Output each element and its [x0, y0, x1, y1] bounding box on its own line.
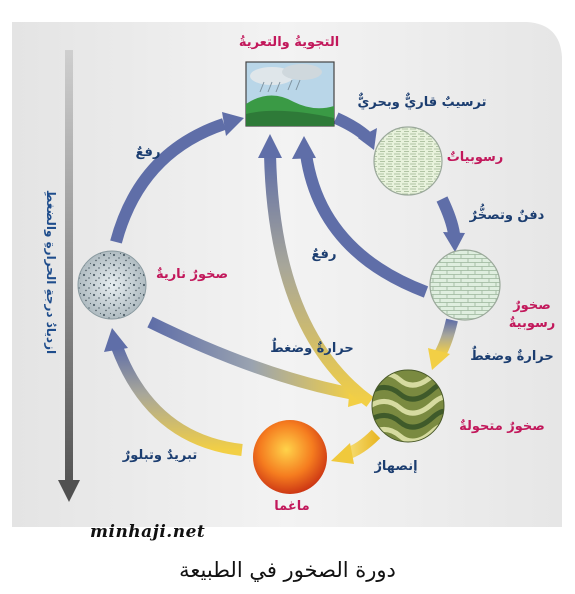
sedimentary-to-metamorphic-arrow: [428, 318, 458, 370]
burial-label: دفنٌ وتصخُّرٌ: [469, 203, 545, 223]
uplift-left-arrow: [110, 112, 244, 244]
watermark-text: minhaji.net: [90, 522, 206, 542]
cooling-arrow: [104, 328, 243, 456]
uplift-sedimentary-arrow: [292, 136, 429, 298]
weathering-landscape-image: [245, 61, 335, 127]
diagram-panel: التجويةُ والتعريةُ ترسيبٌ قاريٌّ وبحريٌّ…: [2, 2, 571, 527]
sediments-circle: [373, 126, 443, 196]
burial-arrow: [436, 196, 465, 252]
metamorphic-rocks-label: صخورٌ متحولةٌ: [459, 418, 545, 434]
sedimentary-rocks-label-line2: رسوبيةٌ: [509, 315, 556, 331]
weathering-label: التجويةُ والتعريةُ: [239, 34, 339, 50]
figure-caption: دورة الصخور في الطبيعة: [179, 558, 396, 582]
sedimentary-rocks-circle: [429, 249, 501, 321]
temperature-pressure-axis-arrow: [58, 50, 80, 502]
sedimentary-rocks-label-line1: صخورٌ: [512, 298, 551, 313]
heat-pressure-right-label: حرارةٌ وضغطٌ: [470, 345, 554, 364]
magma-sun: [253, 420, 327, 494]
melting-label: إنصهارٌ: [373, 459, 417, 474]
uplift-center-label: رفعٌ: [312, 247, 337, 262]
uplift-metamorphic-arrow: [258, 134, 374, 407]
igneous-rocks-circle: [77, 250, 147, 320]
cooling-label: تبريدٌ وتبلورٌ: [122, 448, 197, 463]
rock-cycle-diagram: التجويةُ والتعريةُ ترسيبٌ قاريٌّ وبحريٌّ…: [12, 22, 562, 527]
uplift-left-label: رفعٌ: [136, 145, 161, 160]
deposition-label: ترسيبٌ قاريٌّ وبحريٌّ: [358, 92, 487, 110]
magma-label: ماغما: [274, 499, 309, 514]
igneous-rocks-label: صخورٌ ناريةٌ: [156, 266, 228, 282]
melting-arrow: [331, 429, 381, 464]
sediments-label: رسوبياتٌ: [447, 150, 504, 165]
temperature-pressure-axis-label: ازديادُ درجةِ الحرارةِ والضغطِ: [43, 190, 58, 354]
deposition-arrow: [333, 112, 377, 150]
heat-pressure-center-label: حرارةٌ وضغطٌ: [270, 337, 354, 356]
